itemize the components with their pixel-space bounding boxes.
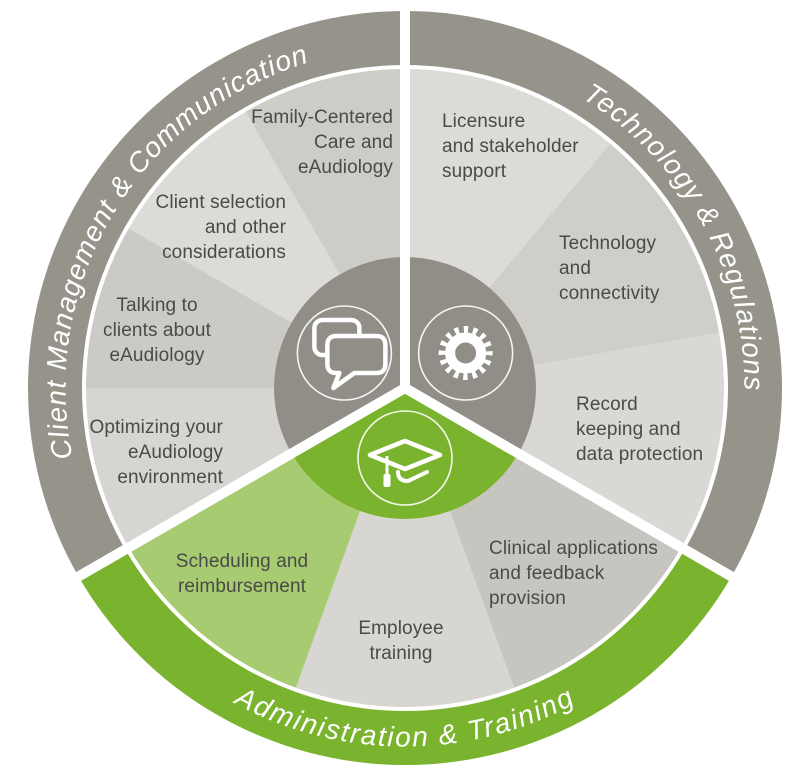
- label-family-centered: Family-Centered Care and eAudiology: [251, 107, 393, 178]
- gear-icon: [417, 305, 514, 401]
- section-divider: [402, 383, 738, 583]
- segment-employee-training: [295, 511, 515, 707]
- segment-technology-connectivity: [489, 143, 720, 366]
- label-licensure-stakeholder: Licensure and stakeholder support: [442, 111, 579, 182]
- segment-family-centered: [245, 69, 405, 275]
- label-clinical-applications: Clinical applications and feedback provi…: [489, 538, 658, 609]
- label-record-keeping: Record keeping and data protection: [576, 394, 704, 465]
- segment-licensure-stakeholder: [405, 69, 611, 288]
- section-divider: [72, 383, 408, 583]
- segment-talking-to-clients: [86, 228, 292, 388]
- ring-administration-training: [78, 549, 732, 765]
- segment-scheduling-reimbursement: [128, 453, 361, 688]
- segment-record-keeping: [518, 332, 724, 548]
- label-technology-connectivity: Technology and connectivity: [559, 233, 660, 304]
- graduation-cap-icon: [357, 410, 453, 506]
- segment-optimizing-environment: [86, 388, 292, 548]
- label-talking-to-clients: Talking to clients about eAudiology: [103, 295, 211, 366]
- segment-clinical-applications: [449, 453, 682, 688]
- ring-technology-regulations: [405, 11, 782, 577]
- label-scheduling-reimbursement: Scheduling and reimbursement: [175, 551, 309, 597]
- label-employee-training: Employee training: [358, 618, 444, 664]
- chat-bubbles-icon: [296, 305, 393, 401]
- segment-client-selection: [128, 111, 340, 323]
- label-client-selection: Client selection and other consideration…: [155, 192, 286, 263]
- label-optimizing-environment: Optimizing your eAudiology environment: [89, 417, 223, 488]
- ring-client-management-communication: [28, 11, 405, 577]
